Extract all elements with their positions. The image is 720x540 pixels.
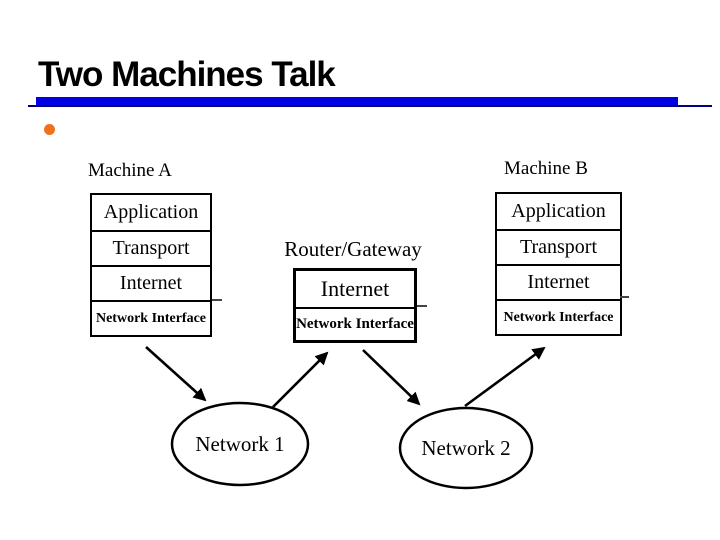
router-layer-network-interface: Network Interface	[296, 307, 414, 340]
machine-a-stack: Application Transport Internet Network I…	[90, 193, 212, 337]
machine-a-layer-application: Application	[103, 201, 199, 223]
machine-a-layer-internet: Internet	[92, 265, 210, 300]
machine-b-layer-network-interface: Network Interface	[497, 299, 620, 334]
router-layer-internet: Internet	[320, 276, 390, 301]
machine-b-layer-internet: Internet	[497, 264, 620, 299]
title-underline-bar	[36, 97, 678, 105]
arrow-machine-a-to-network1	[145, 346, 207, 402]
router-gateway-label: Router/Gateway	[284, 237, 422, 261]
arrow-network2-to-machine-b	[464, 346, 546, 408]
machine-a-layer-network-interface: Network Interface	[92, 300, 210, 335]
slide-title: Two Machines Talk	[38, 55, 336, 94]
router-divider-tick	[417, 305, 427, 307]
bullet-point	[44, 124, 55, 135]
machine-b-layer-transport: Transport	[497, 229, 620, 264]
machine-b-stack: Application Transport Internet Network I…	[495, 192, 622, 336]
machine-a-divider-tick	[212, 299, 222, 301]
machine-b-divider-tick	[620, 296, 629, 298]
machine-a-layer-transport: Transport	[92, 230, 210, 265]
machine-b-label: Machine B	[504, 158, 588, 179]
network2-label: Network 2	[421, 436, 511, 460]
network1-ellipse	[170, 401, 310, 487]
title-underline-shadow	[28, 105, 712, 107]
router-gateway-stack: Internet Network Interface	[293, 268, 417, 343]
machine-b-layer-application: Application	[511, 200, 606, 222]
arrow-network1-to-router	[272, 351, 329, 408]
network2-ellipse	[398, 406, 534, 490]
network1-label: Network 1	[195, 432, 285, 456]
arrow-router-to-network2	[362, 349, 421, 406]
machine-a-label: Machine A	[88, 160, 172, 181]
